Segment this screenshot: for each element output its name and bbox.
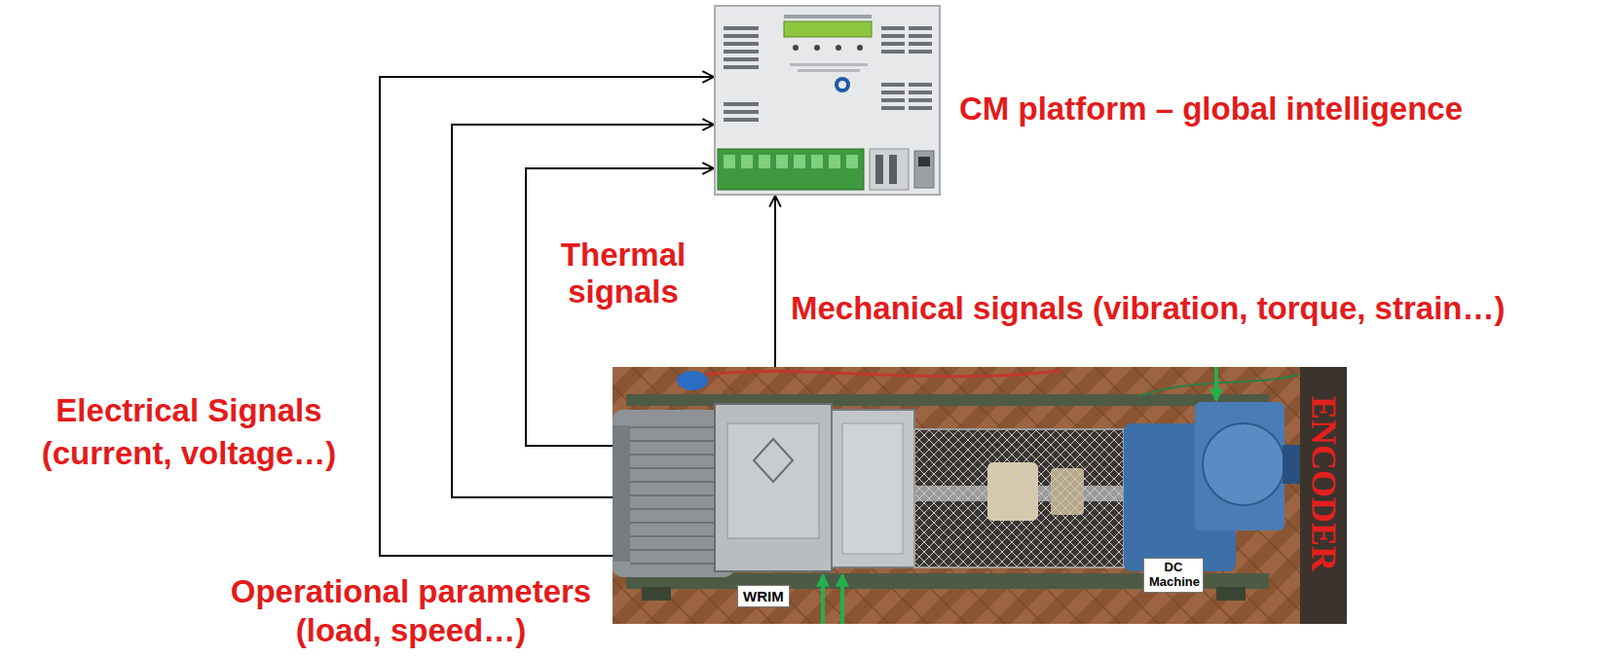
terminal-strip-part: [846, 154, 858, 169]
wrim-motor-part: [842, 423, 903, 555]
device-panel-part: [835, 44, 842, 51]
platform-title: CM platform – global intelligence: [959, 90, 1463, 128]
vent-slots-part: [908, 98, 932, 103]
wrim-motor-part: [714, 404, 832, 572]
vent-slots-part: [723, 41, 759, 46]
terminal-strip-part: [793, 154, 806, 169]
terminal-strip-part: [723, 154, 736, 169]
signal-arrow: [774, 195, 777, 368]
vent-slots-part: [723, 117, 759, 122]
part-label: DC Machine: [1143, 558, 1204, 594]
device-panel-part: [714, 5, 940, 195]
floor-part: [612, 367, 1347, 625]
base-frame-part: [641, 587, 671, 601]
encoder-label: ENCODER: [1302, 396, 1343, 572]
sensor-arrows-part: [1214, 367, 1219, 401]
wrim-motor-part: [727, 423, 819, 539]
vent-slots-part: [723, 110, 759, 114]
cm-platform-device: [713, 4, 941, 196]
test-rig: WRIM DC Machine ENCODER: [612, 367, 1347, 625]
vent-slots-part: [881, 41, 905, 46]
terminal-strip-part: [918, 156, 931, 167]
device-panel-part: [797, 69, 860, 73]
base-frame-part: [1216, 587, 1246, 601]
device-panel-part: [838, 80, 847, 89]
cm-platform: CM platform – global intelligence: [713, 4, 941, 196]
vent-slots: [723, 26, 932, 122]
dc-machine: [1123, 402, 1301, 572]
signal-label: Electrical Signals (current, voltage…): [33, 389, 345, 476]
sensor-arrows-part: [840, 575, 845, 625]
vent-slots-part: [723, 57, 759, 62]
terminal-strip-part: [776, 154, 788, 169]
floor-part: [1300, 367, 1347, 625]
wrim-motor-part: [753, 439, 793, 483]
wrim-motor-part: [612, 425, 631, 562]
vent-slots-part: [908, 34, 932, 38]
vent-slots-part: [908, 26, 932, 31]
vent-slots-part: [881, 82, 905, 87]
vent-slots-part: [881, 90, 905, 95]
wrim-motor: [612, 404, 915, 578]
vent-slots-part: [908, 82, 932, 87]
vent-slots-part: [908, 41, 932, 46]
device-panel-part: [792, 44, 799, 51]
vent-slots-part: [723, 49, 759, 54]
terminal-strip-part: [914, 150, 934, 188]
test-rig-photo: [612, 367, 1347, 625]
sensor-arrows: [822, 367, 1217, 625]
wires-on-rig-part: [705, 371, 1061, 377]
dc-machine-part: [1282, 445, 1301, 484]
vent-slots-part: [908, 49, 932, 54]
vent-slots-part: [723, 65, 759, 70]
device-panel-part: [856, 44, 863, 51]
sensor-arrows-part: [820, 575, 825, 625]
dc-machine-part: [1202, 423, 1285, 506]
vent-slots-part: [881, 98, 905, 103]
vent-slots-part: [881, 34, 905, 38]
device-panel-part: [814, 44, 820, 51]
floor: [612, 367, 1347, 625]
coupling-guard: [914, 429, 1124, 568]
vent-slots-part: [723, 102, 759, 107]
base-frame: [626, 394, 1269, 601]
terminal-strip-part: [741, 154, 753, 169]
part-label: WRIM: [737, 585, 790, 608]
terminal-strip-part: [828, 154, 841, 169]
dc-machine-part: [1194, 402, 1285, 531]
coupling-guard-part: [914, 429, 1124, 568]
wires-on-rig: [676, 371, 1299, 397]
terminal-strip-part: [875, 154, 884, 185]
vent-slots-part: [881, 106, 905, 111]
terminal-strip-part: [758, 154, 771, 169]
terminal-strip-part: [869, 148, 909, 190]
vent-slots-part: [723, 26, 759, 31]
vent-slots-part: [881, 49, 905, 54]
coupling-guard-part: [914, 429, 1124, 568]
vent-slots-part: [723, 34, 759, 38]
device-panel-part: [789, 63, 868, 67]
device-panel-part: [834, 76, 851, 93]
terminal-strip: [717, 148, 934, 190]
wrim-motor-part: [831, 409, 915, 568]
device-panel-part: [783, 14, 872, 19]
vent-slots-part: [908, 106, 932, 111]
terminal-strip-part: [717, 148, 864, 190]
device-panel-part: [783, 21, 872, 38]
terminal-strip-part: [811, 154, 823, 169]
terminal-strip-part: [889, 154, 897, 185]
wires-on-rig-part: [676, 371, 708, 391]
signal-label: Mechanical signals (vibration, torque, s…: [790, 289, 1505, 329]
device-panel: [714, 5, 940, 195]
vent-slots-part: [881, 26, 905, 31]
vent-slots-part: [908, 90, 932, 95]
signal-label: Operational parameters (load, speed…): [216, 572, 606, 651]
signal-label: Thermal signals: [555, 236, 692, 311]
